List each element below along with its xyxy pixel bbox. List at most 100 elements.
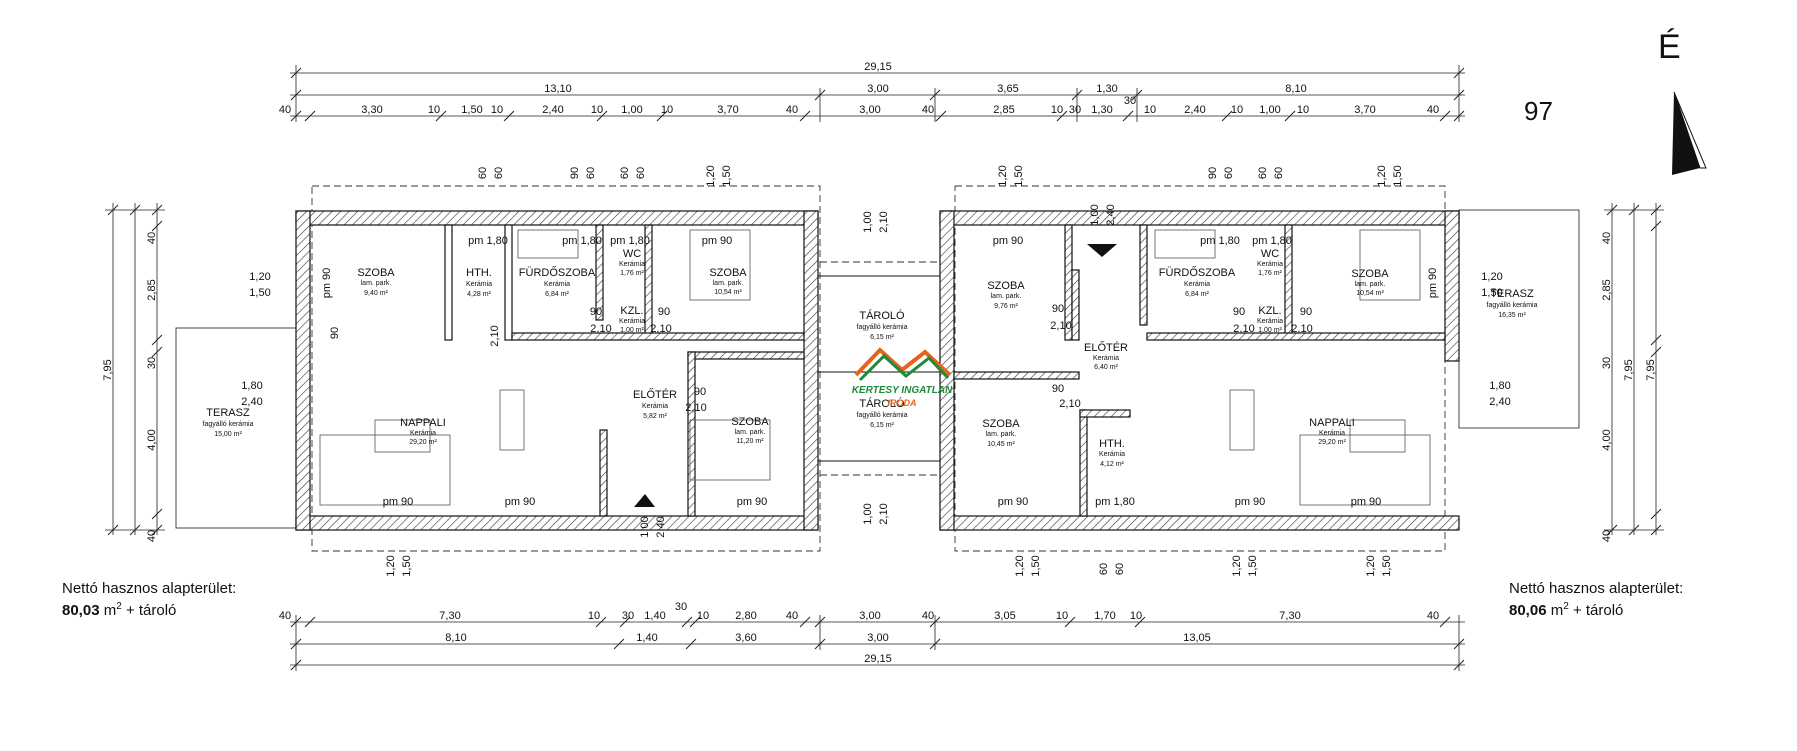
dim-bottom: 40 <box>279 610 291 622</box>
room-label: TÁROLÓ fagyálló kerámia 6,15 m² <box>857 397 908 429</box>
dim-bottom: 3,05 <box>994 610 1015 622</box>
room-label: HTH. Kerámia 4,12 m² <box>1099 438 1125 468</box>
svg-text:SZOBA: SZOBA <box>709 267 747 279</box>
svg-text:SZOBA: SZOBA <box>982 418 1020 430</box>
door-dim: 90 <box>1233 306 1245 318</box>
opening-dim: 1,20 <box>1231 555 1243 576</box>
dim-top: 30 <box>1069 104 1081 116</box>
svg-text:KZL.: KZL. <box>1258 305 1281 317</box>
opening-dim: 60 <box>619 167 631 179</box>
dim-bottom: 1,40 <box>636 632 657 644</box>
svg-text:15,00 m²: 15,00 m² <box>214 431 242 438</box>
opening-dim: 1,50 <box>401 555 413 576</box>
opening-dim: 90 <box>1207 167 1219 179</box>
dim-bottom: 1,70 <box>1094 610 1115 622</box>
door-dim: 90 <box>694 386 706 398</box>
svg-text:fagyálló kerámia: fagyálló kerámia <box>203 421 254 428</box>
room-label: FÜRDŐSZOBA Kerámia 6,84 m² <box>519 265 596 298</box>
svg-text:5,82 m²: 5,82 m² <box>643 413 667 420</box>
dimension-ticks-side <box>107 204 1662 536</box>
dim-top: 10 <box>1297 104 1309 116</box>
dim-bottom: 3,00 <box>867 632 888 644</box>
svg-text:FÜRDŐSZOBA: FÜRDŐSZOBA <box>519 265 596 279</box>
room-label: WC Kerámia 1,76 m² <box>1257 248 1283 277</box>
svg-text:HTH.: HTH. <box>466 267 492 279</box>
door-dim: 2,10 <box>650 323 671 335</box>
opening-dim: 60 <box>635 167 647 179</box>
dim-bottom-total: 29,15 <box>864 653 892 665</box>
svg-text:10,54 m²: 10,54 m² <box>1356 290 1384 297</box>
dim-side: 4,00 <box>1601 429 1613 450</box>
dim-top: 8,10 <box>1285 83 1306 95</box>
svg-text:TÁROLÓ: TÁROLÓ <box>859 397 905 410</box>
svg-text:lam. park.: lam. park. <box>735 429 766 436</box>
dim-top: 40 <box>786 104 798 116</box>
room-label: WC Kerámia 1,76 m² <box>619 248 645 277</box>
door-dim: 90 <box>1052 383 1064 395</box>
svg-text:Kerámia: Kerámia <box>642 403 668 410</box>
dim-top-total: 29,15 <box>864 61 892 73</box>
opening-dim: 1,50 <box>721 165 733 186</box>
walls <box>295 210 1460 531</box>
dim-top: 2,40 <box>1184 104 1205 116</box>
svg-text:SZOBA: SZOBA <box>1351 268 1389 280</box>
dim-side: 40 <box>1601 530 1613 542</box>
room-label: SZOBA lam. park. 11,20 m² <box>731 416 769 445</box>
room-label: NAPPALI Kerámia 29,20 m² <box>1309 417 1355 446</box>
dim-top: 2,40 <box>542 104 563 116</box>
dim-bottom: 10 <box>697 610 709 622</box>
dim-bottom: 3,60 <box>735 632 756 644</box>
svg-text:Kerámia: Kerámia <box>619 261 645 268</box>
watermark-logo <box>854 347 952 382</box>
north-letter: É <box>1658 28 1681 66</box>
room-label: SZOBA lam. park. 10,45 m² <box>982 418 1020 448</box>
dim-side: 7,95 <box>1623 359 1635 380</box>
dim-top: 10 <box>428 104 440 116</box>
svg-text:NAPPALI: NAPPALI <box>400 417 446 429</box>
svg-text:1,00 m²: 1,00 m² <box>1258 327 1282 334</box>
sill-label: pm 90 <box>702 235 733 247</box>
dim-top: 10 <box>661 104 673 116</box>
door-dim: 2,10 <box>1059 398 1080 410</box>
sill-label: pm 90 <box>1427 268 1439 299</box>
dim-bottom: 8,10 <box>445 632 466 644</box>
opening-dim: 1,50 <box>249 287 270 299</box>
opening-dim: 1,00 <box>862 211 874 232</box>
dim-top: 3,65 <box>997 83 1018 95</box>
svg-text:4,12 m²: 4,12 m² <box>1100 461 1124 468</box>
svg-text:16,35 m²: 16,35 m² <box>1498 312 1526 319</box>
plan-number: 97 <box>1524 96 1553 126</box>
svg-text:Kerámia: Kerámia <box>1257 261 1283 268</box>
opening-dim: 1,80 <box>241 380 262 392</box>
svg-text:lam. park.: lam. park. <box>986 431 1017 438</box>
dim-top: 1,00 <box>1259 104 1280 116</box>
opening-dim: 1,20 <box>1481 271 1502 283</box>
room-label: SZOBA lam. park. 9,76 m² <box>987 280 1025 310</box>
sill-label: pm 90 <box>505 496 536 508</box>
svg-text:1,76 m²: 1,76 m² <box>1258 270 1282 277</box>
opening-dim: 2,10 <box>878 211 890 232</box>
sill-label: pm 90 <box>1235 496 1266 508</box>
door-dim: 90 <box>590 306 602 318</box>
room-label: ELŐTÉR Kerámia 5,82 m² <box>633 387 677 420</box>
svg-text:SZOBA: SZOBA <box>731 416 769 428</box>
net-area-label: Nettó hasznos alapterület: <box>62 580 237 597</box>
door-dim: 90 <box>658 306 670 318</box>
dim-side: 40 <box>146 530 158 542</box>
opening-dim: 1,50 <box>1381 555 1393 576</box>
dimension-ticks-bottom <box>290 616 1465 671</box>
dim-top: 1,00 <box>621 104 642 116</box>
svg-text:ELŐTÉR: ELŐTÉR <box>1084 340 1128 354</box>
door-dim: 90 <box>1300 306 1312 318</box>
svg-text:IRODA: IRODA <box>888 398 917 408</box>
svg-text:6,84 m²: 6,84 m² <box>545 291 569 298</box>
svg-text:Kerámia: Kerámia <box>466 281 492 288</box>
opening-dim: 1,50 <box>1013 165 1025 186</box>
dim-top: 1,30 <box>1091 104 1112 116</box>
dimension-lines-top <box>290 65 1465 122</box>
dim-bottom: 10 <box>1130 610 1142 622</box>
svg-text:Kerámia: Kerámia <box>1099 451 1125 458</box>
door-dim: 2,10 <box>1291 323 1312 335</box>
svg-text:KERTESY INGATLAN: KERTESY INGATLAN <box>852 385 953 396</box>
